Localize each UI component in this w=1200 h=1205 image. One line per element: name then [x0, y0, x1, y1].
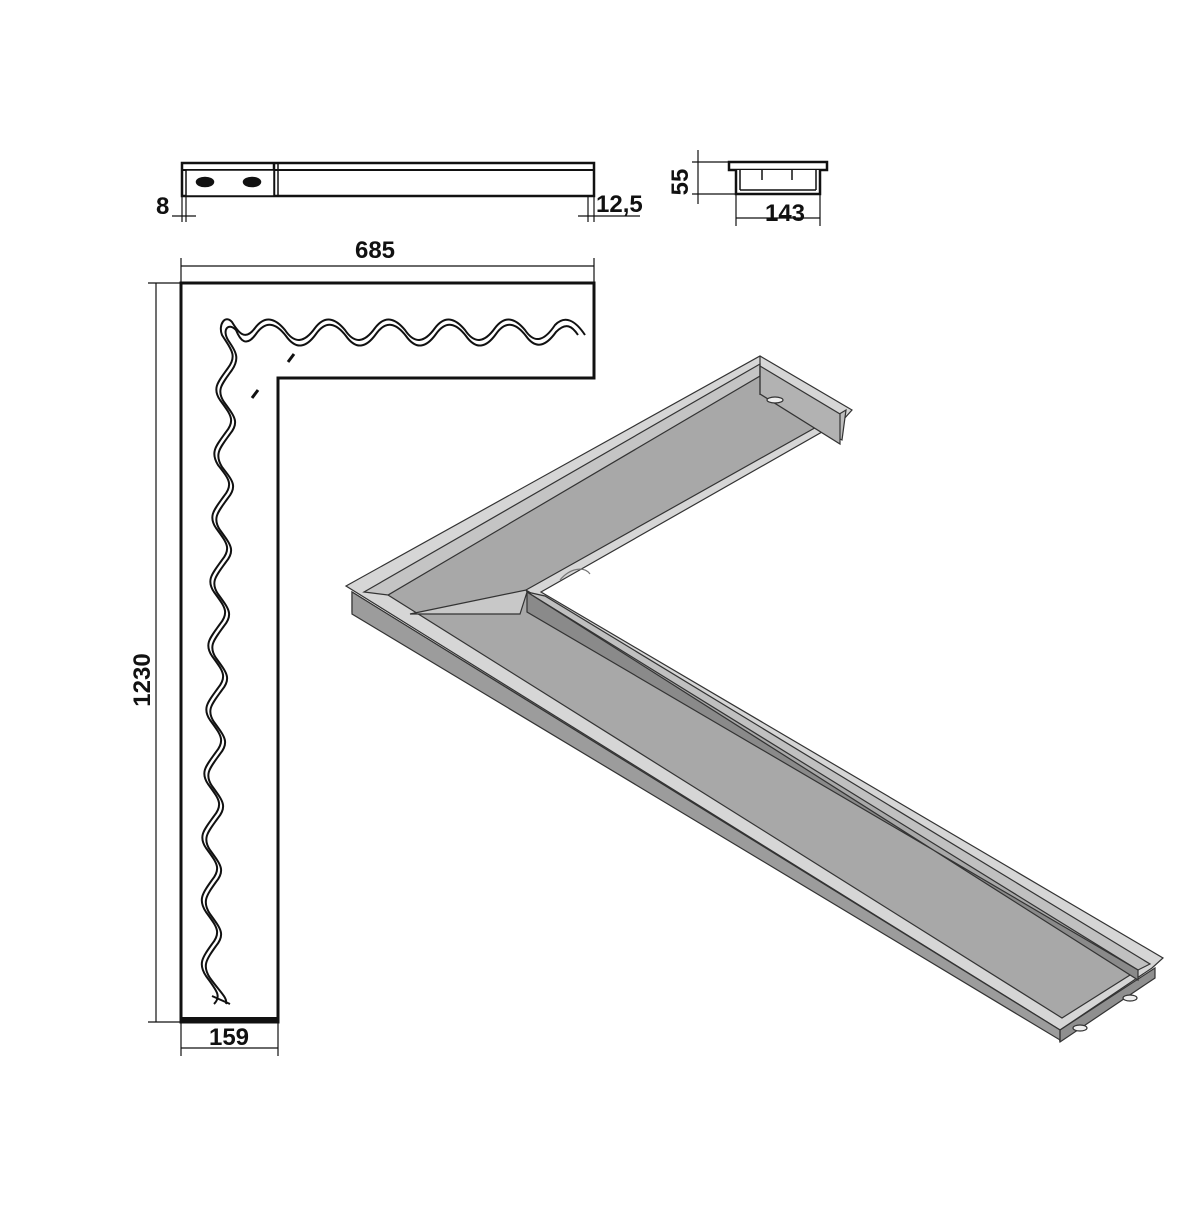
mounting-hole	[242, 176, 262, 188]
dim-plan-length-left: 1230	[129, 653, 156, 706]
dim-side-left: 8	[156, 193, 169, 220]
side-view	[172, 161, 640, 222]
break-line	[200, 318, 586, 1005]
dim-plan-width-bottom: 159	[209, 1024, 249, 1051]
end-view	[692, 150, 829, 226]
end-view-rim	[727, 160, 829, 172]
dim-side-right: 12,5	[596, 191, 643, 218]
plan-view	[148, 258, 596, 1056]
dim-plan-length-top: 685	[355, 237, 395, 264]
tray-3d-render	[344, 355, 1165, 1044]
dim-end-width: 143	[765, 200, 805, 227]
dim-end-height: 55	[667, 169, 694, 196]
mounting-hole	[195, 176, 215, 188]
